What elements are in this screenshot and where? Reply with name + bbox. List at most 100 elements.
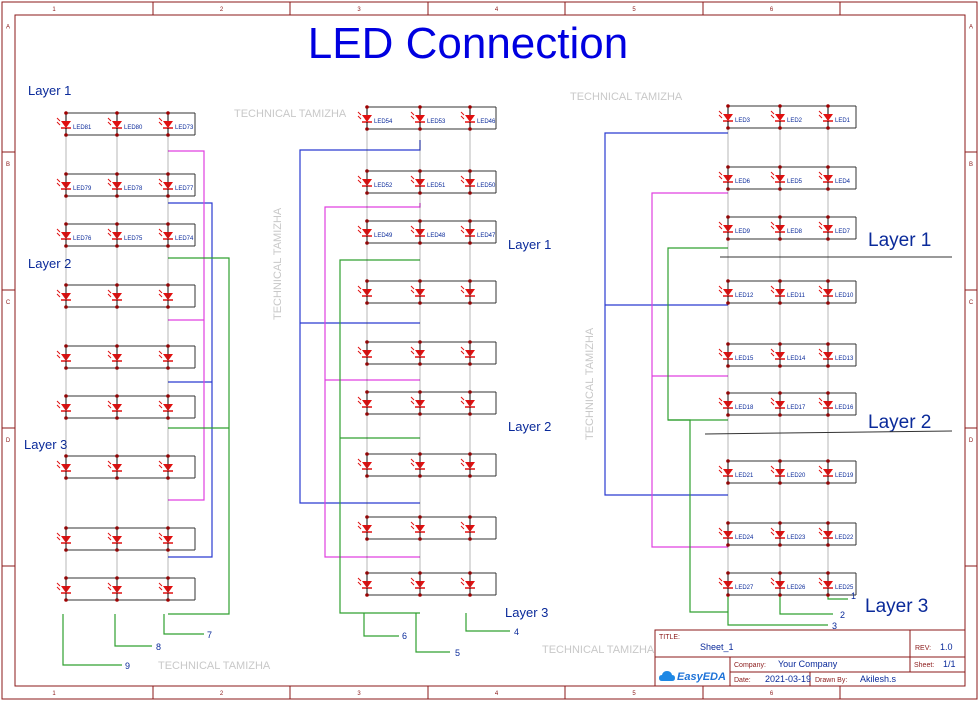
led: LED16 <box>818 391 854 417</box>
led-label: LED18 <box>735 405 754 411</box>
led: LED80 <box>107 111 143 137</box>
led-label: LED3 <box>735 118 751 124</box>
led: LED12 <box>718 279 754 305</box>
led: LED46 <box>460 105 496 131</box>
led-label: LED2 <box>787 118 803 124</box>
led <box>460 571 475 597</box>
led-label: LED27 <box>735 585 754 591</box>
led <box>460 515 475 541</box>
led: LED53 <box>410 105 446 131</box>
led-label: LED75 <box>124 236 143 242</box>
led: LED77 <box>158 172 194 198</box>
led: LED26 <box>770 571 806 597</box>
led: LED48 <box>410 219 446 245</box>
led-label: LED12 <box>735 293 754 299</box>
led <box>410 515 425 541</box>
led <box>357 452 372 478</box>
led: LED9 <box>718 215 751 241</box>
led <box>357 571 372 597</box>
layer-label-mid-1: Layer 1 <box>508 237 551 252</box>
layer-label-left-2: Layer 2 <box>28 256 71 271</box>
led-label: LED73 <box>175 125 194 131</box>
layer-label-left-3: Layer 3 <box>24 437 67 452</box>
led: LED10 <box>818 279 854 305</box>
led-label: LED22 <box>835 535 854 541</box>
date-label: Date: <box>734 677 751 684</box>
led: LED14 <box>770 342 806 368</box>
led <box>158 394 173 420</box>
led <box>107 526 122 552</box>
led <box>56 394 71 420</box>
led-label: LED49 <box>374 233 393 239</box>
layer-label-left-1: Layer 1 <box>28 83 71 98</box>
watermark: TECHNICAL TAMIZHA <box>272 207 284 320</box>
pin-label: 1 <box>851 591 856 601</box>
pin-label: 8 <box>156 642 161 652</box>
ruler-number: 6 <box>770 691 774 697</box>
layer-label-right-3: Layer 3 <box>865 596 928 617</box>
pin-label: 7 <box>207 630 212 640</box>
led: LED19 <box>818 459 854 485</box>
company-value: Your Company <box>778 659 838 669</box>
led <box>357 515 372 541</box>
led: LED78 <box>107 172 143 198</box>
pin-label: 5 <box>455 648 460 658</box>
ruler-number: 3 <box>357 7 361 13</box>
led: LED54 <box>357 105 393 131</box>
led: LED73 <box>158 111 194 137</box>
led: LED21 <box>718 459 754 485</box>
led-label: LED20 <box>787 473 806 479</box>
watermark: TECHNICAL TAMIZHA <box>584 327 596 440</box>
led <box>56 576 71 602</box>
led-label: LED17 <box>787 405 806 411</box>
rev-label: REV: <box>915 645 931 652</box>
pin-label: 9 <box>125 661 130 671</box>
led: LED25 <box>818 571 854 597</box>
led-label: LED23 <box>787 535 806 541</box>
led <box>357 340 372 366</box>
watermark: TECHNICAL TAMIZHA <box>158 660 271 672</box>
pin-labels: 7 8 9 6 5 4 1 2 3 <box>125 591 856 671</box>
led-label: LED5 <box>787 179 803 185</box>
brand-name: EasyEDA <box>677 671 726 683</box>
ruler-letter: D <box>6 438 11 444</box>
led: LED6 <box>718 165 751 191</box>
led: LED76 <box>56 222 92 248</box>
led: LED27 <box>718 571 754 597</box>
led <box>357 279 372 305</box>
led <box>460 452 475 478</box>
page-title: LED Connection <box>308 19 628 68</box>
led: LED22 <box>818 521 854 547</box>
watermark: TECHNICAL TAMIZHA <box>570 91 683 103</box>
led-label: LED14 <box>787 356 806 362</box>
sheet-label: Sheet: <box>914 662 934 669</box>
ruler-letter: C <box>6 300 11 306</box>
watermark: TECHNICAL TAMIZHA <box>542 644 655 656</box>
led: LED20 <box>770 459 806 485</box>
led-label: LED8 <box>787 229 803 235</box>
led-label: LED7 <box>835 229 851 235</box>
led: LED23 <box>770 521 806 547</box>
led: LED1 <box>818 104 851 130</box>
led-label: LED54 <box>374 119 393 125</box>
led-label: LED78 <box>124 186 143 192</box>
watermarks: TECHNICAL TAMIZHA TECHNICAL TAMIZHA TECH… <box>158 91 683 672</box>
ruler-number: 1 <box>52 7 56 13</box>
led <box>410 279 425 305</box>
company-label: Company: <box>734 662 766 669</box>
led <box>158 576 173 602</box>
led <box>460 279 475 305</box>
led: LED75 <box>107 222 143 248</box>
led-label: LED76 <box>73 236 92 242</box>
drawn-label: Drawn By: <box>815 677 847 684</box>
led <box>107 283 122 309</box>
led <box>107 576 122 602</box>
wires-green <box>168 247 728 615</box>
ruler-letter: A <box>6 25 10 31</box>
led <box>460 390 475 416</box>
led-label: LED80 <box>124 125 143 131</box>
